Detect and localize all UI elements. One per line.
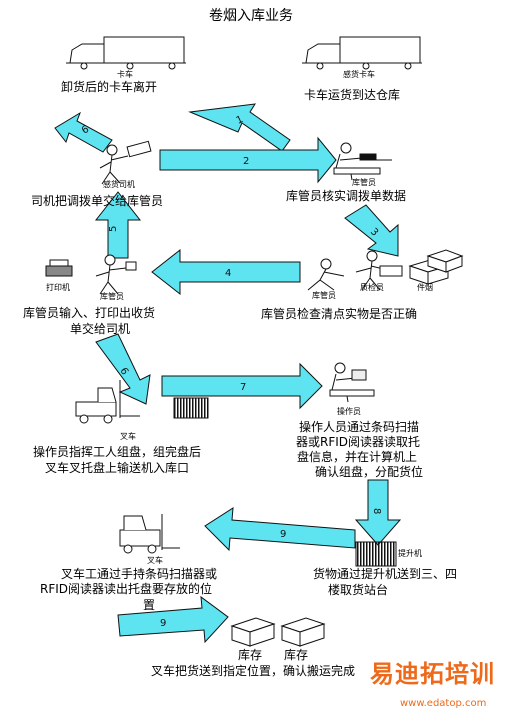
arrow-7 xyxy=(161,362,323,410)
inspector-label: 库管员 xyxy=(312,291,336,300)
inspector-figure-icon xyxy=(307,258,345,291)
operator-desk-icon xyxy=(329,362,375,403)
arrow-6-number: 6 xyxy=(117,366,130,377)
clerk1-caption: 库管员核实调拨单数据 xyxy=(286,189,407,203)
storage-label-2: 库存 xyxy=(284,648,309,662)
scan-caption-3: 盘信息，并在计算机上 xyxy=(297,450,418,464)
arrow-9-bottom xyxy=(117,595,229,644)
elevator-icon xyxy=(355,541,397,567)
clerk1-label: 库管员 xyxy=(352,178,376,187)
forklift2-label: 叉车 xyxy=(147,556,163,565)
forklift-label: 叉车 xyxy=(120,432,136,441)
truck-right-caption: 卡车运货到达仓库 xyxy=(304,88,401,102)
arrow-2-number: 2 xyxy=(243,156,249,167)
inspect-caption: 库管员检查清点实物是否正确 xyxy=(261,307,418,321)
forklift-caption-1: 叉车工通过手持条码扫描器或 xyxy=(61,567,218,581)
arrow-6 xyxy=(95,333,151,405)
printer-label: 打印机 xyxy=(46,283,70,292)
elevator-caption-2: 楼取货站台 xyxy=(328,583,389,597)
truck-left-label: 卡车 xyxy=(117,70,133,79)
watermark-url: www.edatop.com xyxy=(400,698,487,709)
pallet-icon xyxy=(173,397,209,419)
arrow-7-number: 7 xyxy=(240,382,246,393)
driver-label: 感货司机 xyxy=(103,180,135,189)
arrow-2 xyxy=(159,136,337,184)
arrow-1-number: 1 xyxy=(235,114,245,127)
arrow-6-top xyxy=(54,111,113,153)
operator-caption-1: 操作员指挥工人组盘，组完盘后 xyxy=(33,445,202,459)
arrow-9-number: 9 xyxy=(280,529,286,540)
clerk2-caption-2: 单交给司机 xyxy=(70,322,131,336)
printer-icon xyxy=(45,259,73,277)
truck-left-caption: 卸货后的卡车离开 xyxy=(61,80,158,94)
forklift-caption-3: 置 xyxy=(143,598,156,612)
arrow-5 xyxy=(94,191,142,259)
clerk-figure-icon xyxy=(95,254,137,295)
clerk2-label: 库管员 xyxy=(100,292,124,301)
final-caption: 叉车把货送到指定位置，确认搬运完成 xyxy=(151,664,356,678)
storage-label-1: 库存 xyxy=(238,648,263,662)
arrow-5-number: 5 xyxy=(108,226,119,232)
scan-caption-4: 确认组盘，分配货位 xyxy=(315,465,424,479)
forklift2-icon xyxy=(119,514,180,554)
arrow-3 xyxy=(344,204,399,257)
truck-left-icon xyxy=(66,36,186,70)
arrow-1 xyxy=(188,103,291,152)
scan-caption-2: 器或RFID阅读器读取托 xyxy=(296,435,421,449)
truck-right-icon xyxy=(302,36,422,70)
arrow-8 xyxy=(354,479,402,546)
storage-shelves-2-icon xyxy=(280,617,326,647)
arrow-4 xyxy=(151,248,301,296)
qc-label: 质检员 xyxy=(360,283,384,292)
arrow-6-top-number: 6 xyxy=(80,124,91,137)
clerk2-caption-1: 库管员输入、打印出收货 xyxy=(23,306,156,320)
elevator-caption-1: 货物通过提升机送到三、四 xyxy=(313,567,458,581)
clerk-desk-icon xyxy=(333,142,392,181)
operator-label: 操作员 xyxy=(337,407,361,416)
driver-figure-icon xyxy=(99,140,152,185)
forklift-caption-2: RFID阅读器读出托盘要存放的位 xyxy=(40,582,213,596)
driver-caption: 司机把调拨单交给库管员 xyxy=(31,194,164,208)
scan-caption-1: 操作人员通过条码扫描 xyxy=(299,420,420,434)
arrow-9-bottom-number: 9 xyxy=(160,618,166,629)
diagram-title: 卷烟入库业务 xyxy=(209,8,293,24)
truck-right-label: 感货卡车 xyxy=(343,70,375,79)
cigarette-boxes-icon xyxy=(408,249,464,285)
storage-shelves-1-icon xyxy=(230,617,276,647)
forklift-icon xyxy=(75,380,140,424)
watermark-text: 易迪拓培训 xyxy=(370,660,495,688)
arrow-4-number: 4 xyxy=(225,268,231,279)
arrow-8-number: 8 xyxy=(371,508,382,514)
goods-label: 件烟 xyxy=(417,283,433,292)
arrow-9 xyxy=(204,507,356,552)
operator-caption-2: 叉车叉托盘上输送机入库口 xyxy=(45,461,190,475)
elevator-label: 提升机 xyxy=(398,549,422,558)
qc-figure-icon xyxy=(355,250,403,291)
